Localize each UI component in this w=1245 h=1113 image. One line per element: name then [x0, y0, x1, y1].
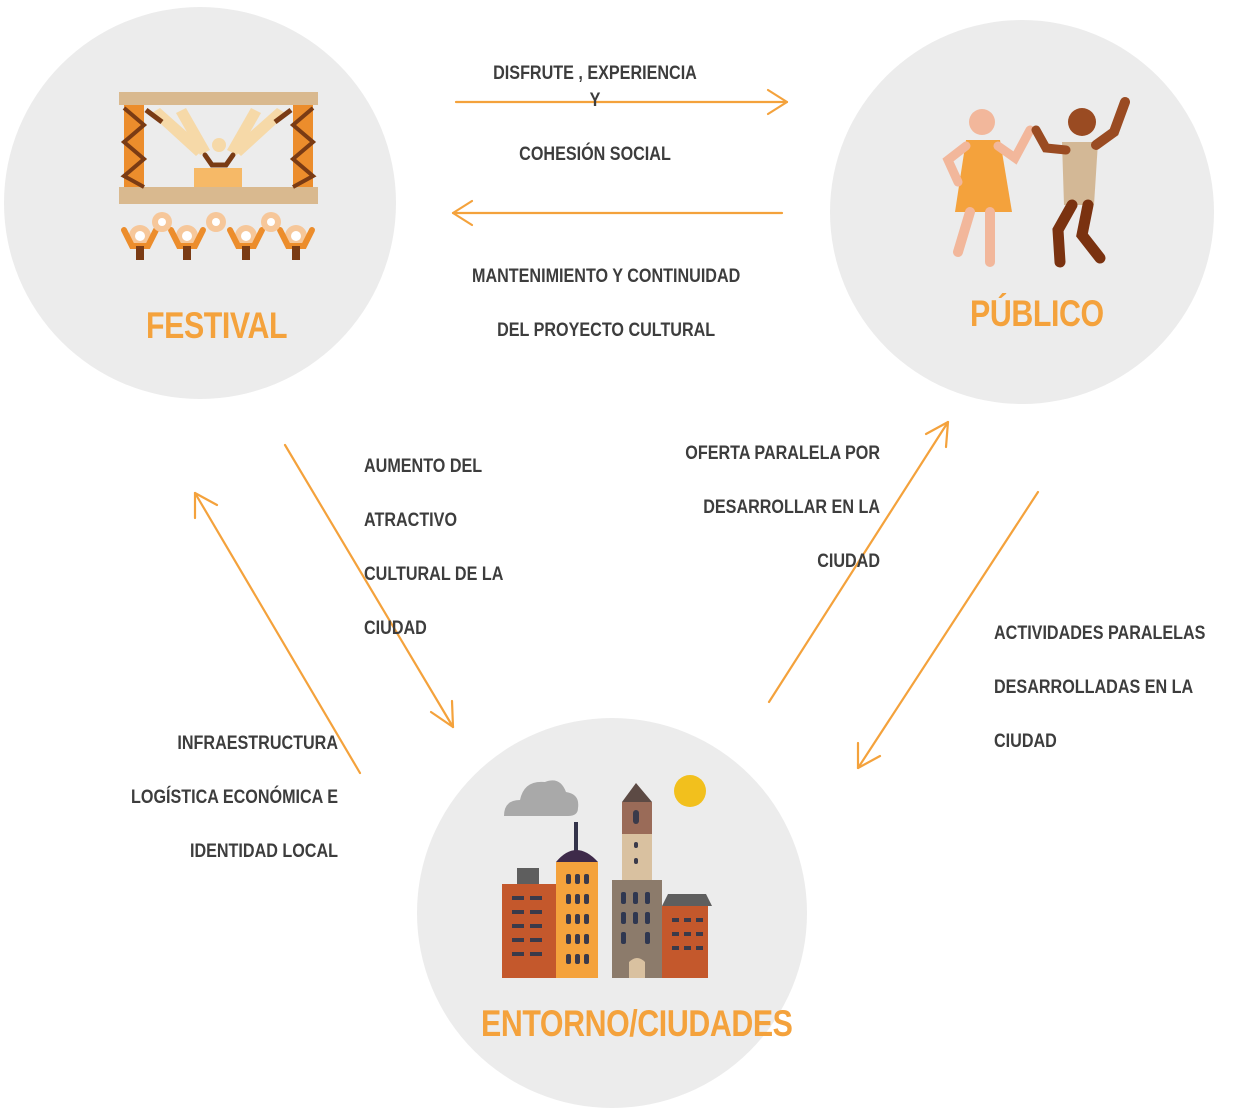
label-line: CULTURAL DE LA — [364, 564, 504, 585]
label-line: ATRACTIVO — [364, 510, 458, 531]
publico-title: PÚBLICO — [970, 293, 1104, 334]
label-publico-to-entorno: ACTIVIDADES PARALELAS DESARROLLADAS EN L… — [994, 593, 1207, 782]
arrow-festival-to-entorno — [283, 443, 455, 729]
label-line: DESARROLLAR EN LA — [703, 497, 880, 518]
arrow-festival-to-publico — [454, 88, 789, 116]
label-line: IDENTIDAD LOCAL — [189, 841, 338, 862]
label-line: ACTIVIDADES PARALELAS — [994, 623, 1206, 644]
label-festival-to-publico: DISFRUTE , EXPERIENCIA Y COHESIÓN SOCIAL — [493, 33, 697, 195]
label-line: CIUDAD — [364, 618, 427, 639]
entorno-title: ENTORNO/CIUDADES — [481, 1003, 793, 1044]
label-line: AUMENTO DEL — [364, 456, 483, 477]
festival-title: FESTIVAL — [146, 305, 288, 346]
label-entorno-to-publico: OFERTA PARALELA POR DESARROLLAR EN LA CI… — [676, 413, 880, 602]
label-publico-to-festival: MANTENIMIENTO Y CONTINUIDAD DEL PROYECTO… — [471, 236, 741, 371]
label-line: CIUDAD — [994, 731, 1057, 752]
arrow-publico-to-entorno — [856, 490, 1040, 770]
publico-node-circle — [830, 20, 1214, 404]
arrow-publico-to-festival — [451, 199, 784, 227]
label-line: MANTENIMIENTO Y CONTINUIDAD — [472, 266, 741, 287]
label-entorno-to-festival: INFRAESTRUCTURA LOGÍSTICA ECONÓMICA E ID… — [109, 703, 338, 892]
label-line: COHESIÓN SOCIAL — [519, 144, 671, 165]
label-line: INFRAESTRUCTURA — [177, 733, 338, 754]
label-line: CIUDAD — [817, 551, 880, 572]
label-line: DISFRUTE , EXPERIENCIA Y — [493, 63, 697, 111]
label-line: LOGÍSTICA ECONÓMICA E — [131, 787, 338, 808]
arrow-entorno-to-festival — [193, 491, 362, 775]
dancing-people-icon — [942, 97, 1130, 268]
label-line: OFERTA PARALELA POR — [685, 443, 880, 464]
festival-stage-icon — [119, 92, 318, 260]
arrow-entorno-to-publico — [767, 420, 950, 704]
label-line: DESARROLLADAS EN LA — [994, 677, 1194, 698]
city-buildings-icon — [502, 775, 712, 978]
label-line: DEL PROYECTO CULTURAL — [497, 320, 716, 341]
label-festival-to-entorno: AUMENTO DEL ATRACTIVO CULTURAL DE LA CIU… — [364, 426, 509, 669]
